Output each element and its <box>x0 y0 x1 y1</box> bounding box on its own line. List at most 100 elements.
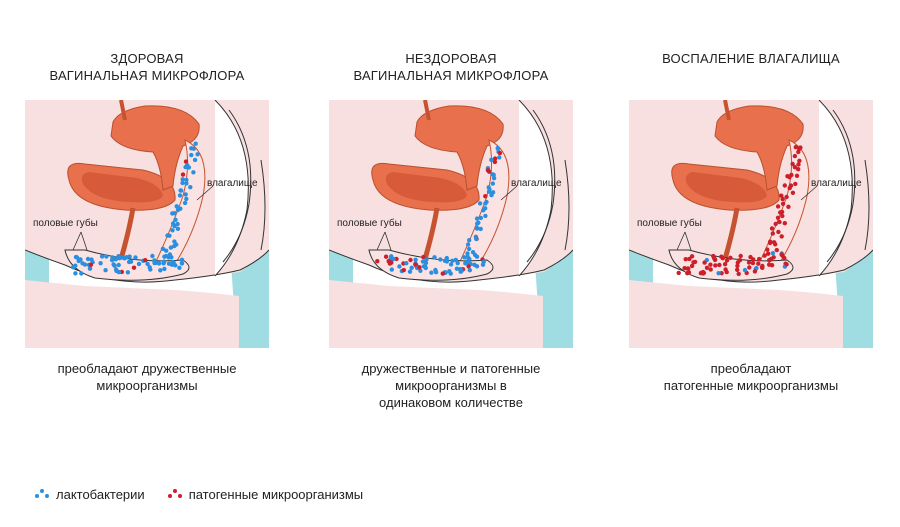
lactobacteria-dot <box>397 264 402 269</box>
pathogen-dot <box>736 271 741 277</box>
pathogen-dot <box>779 193 784 198</box>
label-labia: половые губы <box>33 217 98 229</box>
lactobacteria-dot <box>165 233 170 238</box>
lactobacteria-dot <box>477 201 483 206</box>
lactobacteria-dot <box>177 193 183 198</box>
pathogen-dot <box>782 221 787 226</box>
lower-body <box>629 280 843 348</box>
lactobacteria-dot <box>188 185 193 190</box>
pathogen-dot <box>685 271 690 276</box>
pathogen-dot <box>408 257 413 263</box>
pathogen-dot <box>737 258 743 263</box>
lactobacteria-dot <box>113 257 119 262</box>
lactobacteria-dot <box>148 267 153 272</box>
lactobacteria-dot <box>483 201 488 206</box>
rectum-shape <box>518 100 553 277</box>
lactobacteria-dot <box>418 268 423 273</box>
pathogen-dot <box>790 161 795 167</box>
pathogen-dot <box>790 190 796 195</box>
uterus-shape <box>714 105 804 191</box>
lactobacteria-dot <box>116 262 121 268</box>
lactobacteria-dot <box>179 261 185 266</box>
lactobacteria-dot <box>413 257 418 262</box>
pathogen-dot <box>784 262 789 267</box>
leg-shape <box>834 250 873 348</box>
lactobacteria-dot <box>407 269 413 274</box>
vagina-pointer <box>800 185 818 201</box>
pathogen-dot <box>738 253 743 259</box>
pathogen-dot <box>769 256 774 262</box>
pathogen-dot <box>787 185 792 191</box>
pathogen-dot <box>440 271 445 276</box>
lactobacteria-dot <box>156 261 162 266</box>
pathogen-dot <box>401 267 406 273</box>
lactobacteria-dot <box>110 255 115 260</box>
lactobacteria-dot <box>167 252 173 257</box>
lactobacteria-dot <box>184 181 189 186</box>
lactobacteria-dot <box>104 254 109 259</box>
tailbone <box>864 159 870 251</box>
lactobacteria-dot <box>462 255 467 260</box>
pathogen-dot <box>796 167 801 172</box>
pathogen-dot <box>770 231 775 236</box>
pathogen-dot <box>773 242 778 247</box>
lactobacteria-dot <box>191 146 196 151</box>
pathogen-dot <box>780 196 785 202</box>
pathogen-dot <box>383 254 389 259</box>
lactobacteria-dot <box>162 259 167 264</box>
pathogen-dot <box>796 162 801 167</box>
pathogen-dot <box>782 183 787 188</box>
pathogen-dot <box>777 219 782 225</box>
lactobacteria-dot <box>82 262 88 267</box>
pathogen-dot <box>466 264 471 269</box>
lactobacteria-dot <box>178 206 183 211</box>
lactobacteria-dot <box>174 204 179 209</box>
bladder-inner <box>81 172 163 203</box>
pathogen-dot <box>787 175 792 180</box>
leg-shape <box>534 250 573 348</box>
lactobacteria-dot <box>478 215 484 221</box>
lactobacteria-dot <box>136 261 142 267</box>
pathogen-dot <box>778 210 783 215</box>
lactobacteria-dot <box>186 165 192 170</box>
lactobacteria-dot <box>85 256 91 262</box>
lactobacteria-dot <box>467 256 472 262</box>
lactobacteria-dot <box>458 269 463 274</box>
pathogen-dot <box>492 159 498 165</box>
panel-title: НЕЗДОРОВАЯ ВАГИНАЛЬНАЯ МИКРОФЛОРА <box>353 51 549 83</box>
lactobacteria-dot <box>180 180 185 186</box>
rectum-inner <box>526 109 556 263</box>
lactobacteria-dot <box>127 254 132 259</box>
pathogen-dot <box>756 261 761 266</box>
pathogen-dot <box>774 247 779 253</box>
lactobacteria-dot <box>491 172 496 177</box>
lactobacteria-dot <box>182 200 188 206</box>
panel-title: ВОСПАЛЕНИЕ ВЛАГАЛИЩА <box>662 51 840 66</box>
lactobacteria-dot <box>474 236 479 242</box>
pathogen-dot <box>88 262 94 267</box>
leg-shape <box>230 250 269 348</box>
pathogen-dot <box>796 149 801 155</box>
rectum-inner <box>826 109 856 263</box>
lactobacteria-dot <box>183 192 188 197</box>
lactobacteria-dot <box>478 226 483 232</box>
pathogen-dot <box>779 234 784 239</box>
lactobacteria-dot <box>192 157 198 163</box>
lactobacteria-dot <box>432 255 437 260</box>
lactobacteria-dot <box>98 261 103 266</box>
pathogen-dot <box>735 263 740 269</box>
lactobacteria-dot <box>145 261 150 267</box>
pathogen-dot <box>487 169 492 174</box>
lactobacteria-dot <box>125 270 131 275</box>
labia-pointer <box>376 231 392 251</box>
lactobacteria-dot <box>170 228 175 233</box>
lactobacteria-dot <box>150 253 155 259</box>
pathogen-dot <box>760 263 765 269</box>
pathogen-dot <box>683 257 688 262</box>
lactobacteria-dot <box>466 246 472 252</box>
fallopian-tube <box>423 100 431 121</box>
pathogen-dot <box>724 258 730 263</box>
pathogen-dot <box>689 263 695 269</box>
lactobacteria-dot <box>433 270 439 275</box>
